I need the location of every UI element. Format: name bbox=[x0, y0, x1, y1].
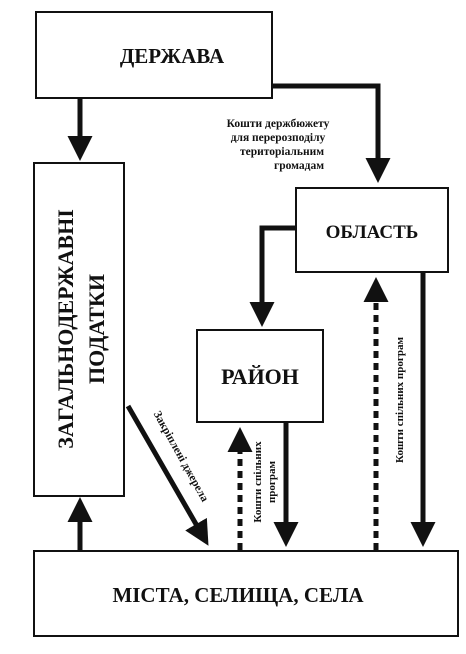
taxes-label-line1: ЗАГАЛЬНОДЕРЖАВНІ bbox=[53, 209, 78, 449]
budget-transfer-line-4: громадам bbox=[274, 160, 324, 172]
budget-transfer-line-1: Кошти держбюжету bbox=[227, 118, 330, 130]
arrow-assigned-sources bbox=[125, 404, 209, 546]
joint-programs-oblast-label: Кошти спільних програм bbox=[394, 337, 406, 463]
taxes-node: ЗАГАЛЬНОДЕРЖАВНІ ПОДАТКИ bbox=[33, 162, 125, 497]
local-node: МІСТА, СЕЛИЩА, СЕЛА bbox=[33, 550, 459, 637]
state-box bbox=[35, 11, 273, 99]
budget-transfer-label: Кошти держбюжету для перерозподілу терит… bbox=[227, 118, 330, 172]
joint-programs-rayon-line-1: Кошти спільних bbox=[252, 441, 264, 523]
oblast-box bbox=[295, 187, 449, 273]
state-node: ДЕРЖАВА bbox=[35, 11, 273, 99]
arrow-state-to-oblast bbox=[272, 83, 391, 183]
local-label: МІСТА, СЕЛИЩА, СЕЛА bbox=[112, 583, 364, 607]
joint-programs-rayon-label: Кошти спільних програм bbox=[252, 441, 278, 523]
arrows bbox=[67, 83, 436, 550]
local-box bbox=[33, 550, 459, 637]
rayon-box bbox=[196, 329, 324, 423]
dashed-arrows bbox=[227, 277, 389, 550]
oblast-node: ОБЛАСТЬ bbox=[295, 187, 449, 273]
taxes-label-line2: ПОДАТКИ bbox=[84, 274, 109, 384]
taxes-box bbox=[33, 162, 125, 497]
oblast-label: ОБЛАСТЬ bbox=[326, 222, 419, 243]
rayon-node: РАЙОН bbox=[196, 329, 324, 423]
budget-transfer-line-3: територіальним bbox=[240, 146, 324, 158]
arrow-oblast-to-rayon bbox=[249, 225, 296, 327]
budget-transfer-line-2: для перерозподілу bbox=[231, 132, 326, 144]
rayon-label: РАЙОН bbox=[221, 364, 299, 389]
joint-programs-rayon-line-2: програм bbox=[266, 460, 278, 503]
state-label: ДЕРЖАВА bbox=[120, 44, 225, 68]
